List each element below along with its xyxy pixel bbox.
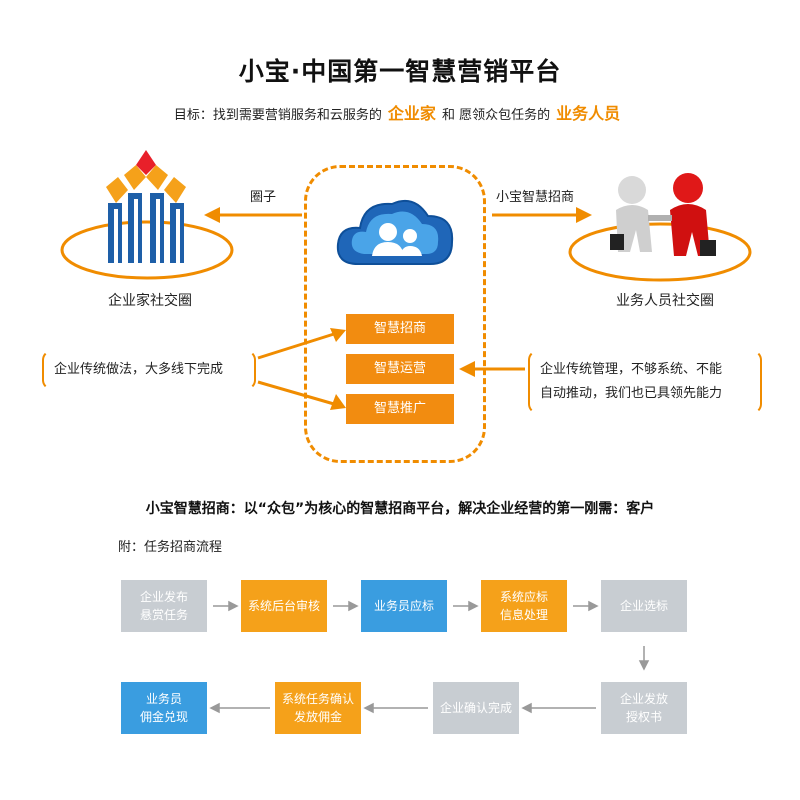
right-caption: 业务人员社交圈 bbox=[616, 293, 714, 309]
flow-step-publish-task: 企业发布 悬赏任务 bbox=[121, 580, 207, 632]
handshake-people-icon bbox=[610, 173, 716, 256]
left-caption: 企业家社交圈 bbox=[108, 293, 192, 309]
left-note-text: 企业传统做法，大多线下完成 bbox=[54, 362, 224, 377]
goal-highlight-salespeople: 业务人员 bbox=[556, 104, 621, 123]
arrow-right-to-service bbox=[459, 361, 525, 377]
right-note: 企业传统管理，不够系统、不能 自动推动，我们也已具领先能力 bbox=[528, 350, 762, 414]
arrow-label-smart-investment: 小宝智慧招商 bbox=[496, 190, 575, 205]
flow-step-system-review: 系统后台审核 bbox=[241, 580, 327, 632]
flow-step-issue-authorization: 企业发放 授权书 bbox=[601, 682, 687, 734]
arrows-left-to-services bbox=[257, 328, 346, 410]
left-circle-graphic bbox=[60, 150, 234, 280]
right-note-line1: 企业传统管理，不够系统、不能 bbox=[540, 362, 723, 377]
building-logo-icon bbox=[106, 150, 186, 263]
flow-arrows bbox=[209, 600, 650, 714]
goal-prefix: 目标：找到需要营销服务和云服务的 bbox=[173, 108, 382, 123]
platform-container bbox=[304, 165, 486, 463]
flow-title: 附：任务招商流程 bbox=[118, 540, 223, 555]
cloud-users-icon bbox=[336, 200, 454, 265]
goal-highlight-entrepreneur: 企业家 bbox=[387, 104, 436, 123]
right-note-line2: 自动推动，我们也已具领先能力 bbox=[540, 386, 723, 401]
flow-step-salesperson-bid: 业务员应标 bbox=[361, 580, 447, 632]
goal-mid: 和 愿领众包任务的 bbox=[441, 108, 551, 123]
goal-line: 目标：找到需要营销服务和云服务的企业家和 愿领众包任务的业务人员 bbox=[0, 100, 800, 124]
arrow-to-left-circle bbox=[204, 207, 302, 223]
flow-step-confirm-commission: 系统任务确认 发放佣金 bbox=[275, 682, 361, 734]
left-note: 企业传统做法，大多线下完成 bbox=[42, 350, 256, 390]
flow-step-commission-payout: 业务员 佣金兑现 bbox=[121, 682, 207, 734]
flow-step-select-bid: 企业选标 bbox=[601, 580, 687, 632]
flow-step-bid-processing: 系统应标 信息处理 bbox=[481, 580, 567, 632]
service-smart-promotion[interactable]: 智慧推广 bbox=[346, 394, 454, 424]
arrow-label-circle: 圈子 bbox=[250, 190, 277, 205]
flow-step-confirm-complete: 企业确认完成 bbox=[433, 682, 519, 734]
right-circle-graphic bbox=[568, 173, 752, 282]
summary-text: 小宝智慧招商：以“众包”为核心的智慧招商平台，解决企业经营的第一刚需：客户 bbox=[145, 501, 655, 517]
service-smart-operation[interactable]: 智慧运营 bbox=[346, 354, 454, 384]
arrow-to-right-circle bbox=[492, 207, 592, 223]
service-smart-investment[interactable]: 智慧招商 bbox=[346, 314, 454, 344]
page-title: 小宝·中国第一智慧营销平台 bbox=[238, 57, 562, 86]
